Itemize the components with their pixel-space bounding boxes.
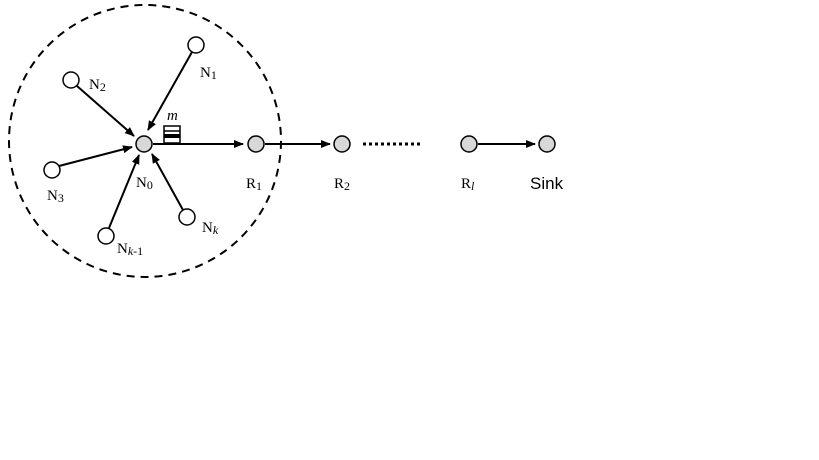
edge-n2-n0 (76, 85, 135, 137)
node-n1 (187, 36, 205, 54)
edge-n3-n0 (58, 145, 133, 167)
label-r1: R1 (246, 176, 262, 193)
packet-label: m (167, 108, 178, 124)
node-nk (178, 208, 196, 226)
label-sink: Sink (530, 174, 564, 193)
label-rl: Rl (461, 176, 475, 193)
label-r2: R2 (334, 176, 350, 193)
node-n2 (62, 71, 80, 89)
node-r1 (247, 135, 265, 153)
cluster-boundary (8, 4, 282, 278)
node-n3 (43, 161, 61, 179)
edge-nk1-n0 (108, 154, 140, 229)
edge-n1-n0 (147, 51, 193, 131)
label-nk: Nk (202, 220, 219, 237)
edge-nk-n0 (151, 153, 184, 211)
label-n1: N1 (200, 65, 217, 82)
label-nk1: Nk-1 (117, 241, 143, 258)
label-n3: N3 (47, 188, 64, 205)
label-n2: N2 (89, 77, 106, 94)
node-rl (460, 135, 478, 153)
node-nk1 (97, 227, 115, 245)
packet-buffer-icon (163, 125, 181, 144)
node-sink (538, 135, 556, 153)
node-n0 (135, 135, 153, 153)
node-r2 (333, 135, 351, 153)
label-n0: N0 (136, 175, 153, 192)
